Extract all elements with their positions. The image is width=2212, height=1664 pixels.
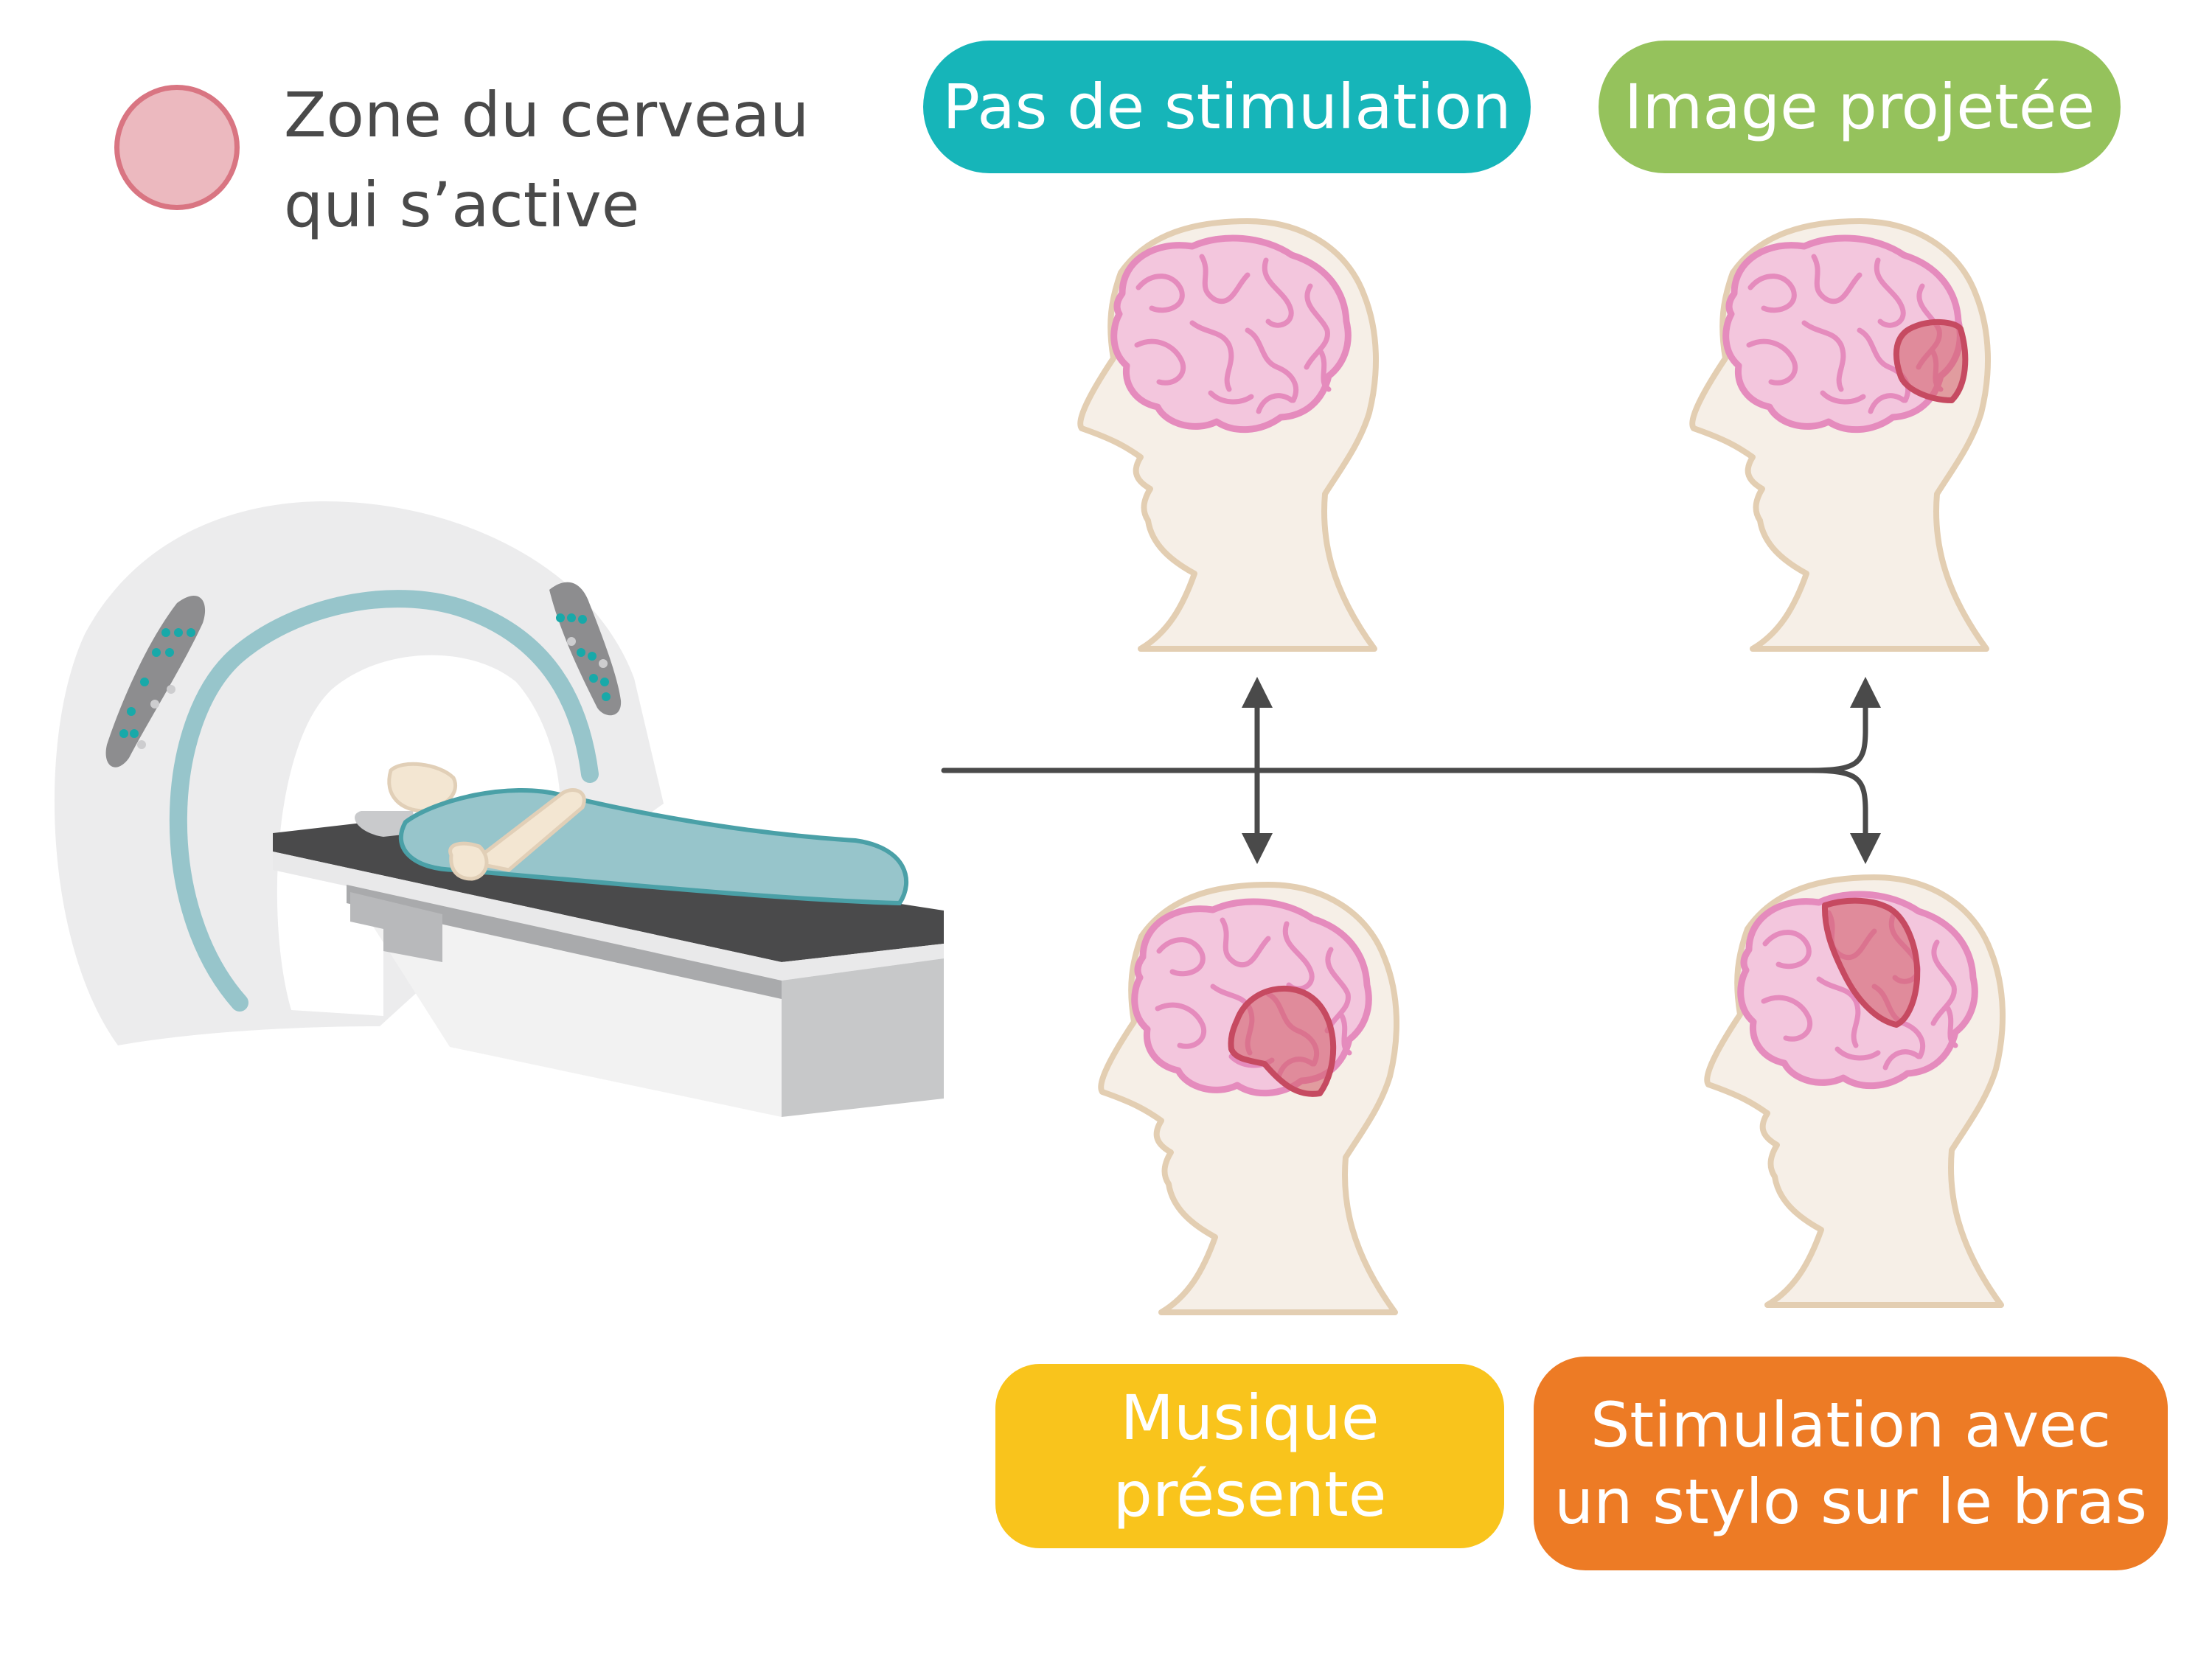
patient-hand bbox=[448, 841, 489, 881]
head-image-projected bbox=[1692, 221, 1988, 649]
label-stylo-stimulation: Stimulation avec un stylo sur le bras bbox=[1534, 1357, 2168, 1570]
legend-swatch bbox=[114, 85, 240, 210]
head-no-stimulation bbox=[1080, 221, 1376, 649]
label-stylo-line-1: Stimulation avec bbox=[1590, 1389, 2112, 1461]
label-image-text: Image projetée bbox=[1624, 71, 2096, 143]
legend-line-1: Zone du cerveau bbox=[284, 79, 810, 151]
table-rail bbox=[347, 885, 782, 999]
label-music: Musique présente bbox=[995, 1364, 1504, 1548]
arrowhead-right-down bbox=[1850, 833, 1881, 864]
arrowhead-left-down bbox=[1242, 833, 1273, 864]
table-base-side bbox=[347, 885, 782, 1117]
legend-line-2: qui s’active bbox=[284, 169, 640, 241]
active-zone-visual bbox=[1893, 318, 1969, 403]
arrowhead-right-up bbox=[1850, 677, 1881, 708]
arrowhead-left-up bbox=[1242, 677, 1273, 708]
horizontal-line bbox=[941, 697, 1868, 843]
head-music bbox=[1101, 885, 1397, 1312]
table-support bbox=[350, 892, 442, 962]
label-image-projected: Image projetée bbox=[1599, 41, 2121, 173]
arrowheads bbox=[1242, 677, 1881, 864]
active-zone-somatosensory bbox=[1821, 897, 1921, 1028]
active-zone-auditory bbox=[1228, 985, 1337, 1097]
scanner-panel-left bbox=[105, 596, 206, 767]
label-no-stimulation: Pas de stimulation bbox=[923, 41, 1531, 173]
label-stylo-line-2: un stylo sur le bras bbox=[1554, 1466, 2148, 1538]
table-base-front bbox=[782, 958, 944, 1117]
patient-head bbox=[387, 762, 458, 813]
label-music-line-1: Musique bbox=[1120, 1382, 1380, 1454]
label-no-stimulation-text: Pas de stimulation bbox=[942, 71, 1512, 143]
scanner-bore-ring bbox=[169, 590, 599, 1012]
mri-scanner bbox=[54, 501, 944, 1117]
legend-label: Zone du cerveau qui s’active bbox=[284, 70, 809, 250]
connector-arrows bbox=[941, 694, 1868, 851]
head-stylo bbox=[1707, 877, 2003, 1305]
label-music-line-2: présente bbox=[1113, 1458, 1387, 1531]
patient-arm bbox=[467, 788, 586, 872]
